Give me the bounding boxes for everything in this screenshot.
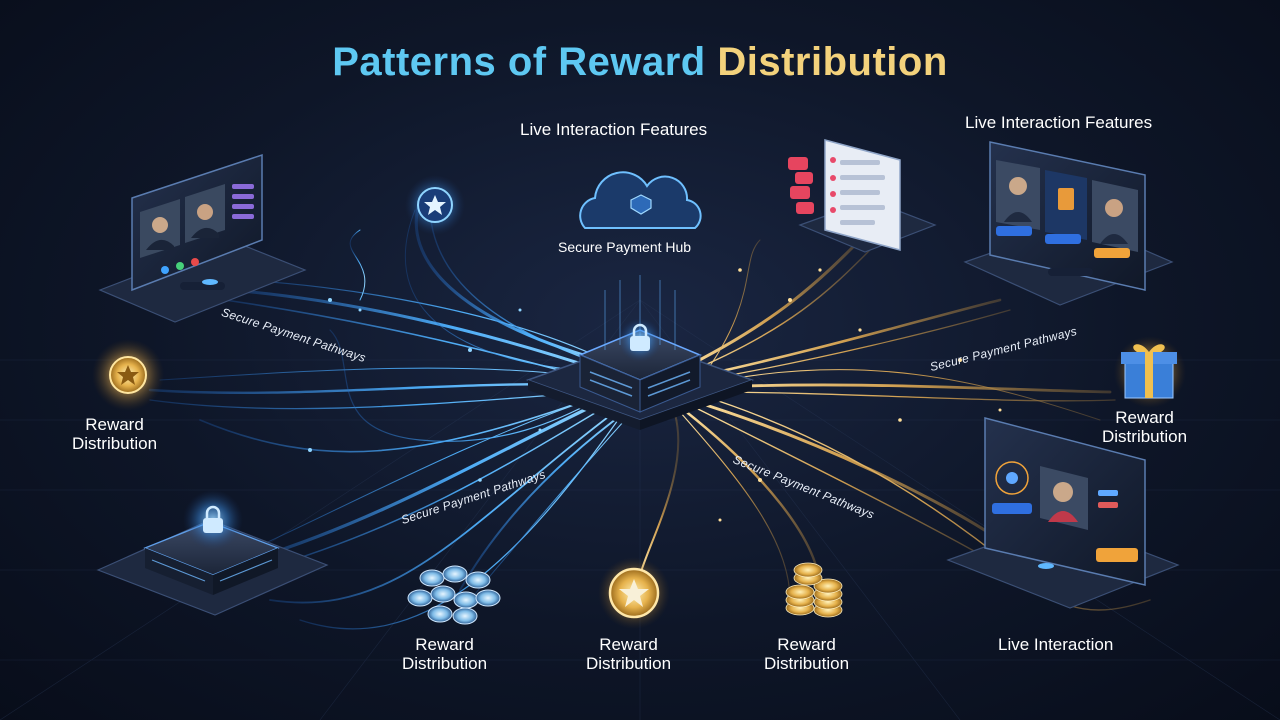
top-center-label: Live Interaction Features — [520, 120, 707, 139]
monitor-top-right — [965, 142, 1172, 305]
monitor-bottom-right — [948, 418, 1178, 608]
reward-sun-icon — [92, 339, 164, 411]
monitor-top-left — [100, 155, 305, 322]
star-badge-icon — [405, 175, 465, 235]
gold-coins-icon — [786, 563, 842, 617]
reward-label-left: Reward Distribution — [72, 415, 157, 453]
cloud-icon — [580, 172, 700, 228]
title-part-blue: Patterns of Reward — [332, 40, 706, 84]
reward-label-bottom-left: Reward Distribution — [402, 635, 487, 673]
title-part-gold: Distribution — [717, 40, 947, 84]
reward-label-right: Reward Distribution — [1102, 408, 1187, 446]
top-right-label: Live Interaction Features — [965, 113, 1152, 132]
medal-icon — [598, 557, 670, 629]
vault-platform — [98, 490, 327, 615]
chat-heart-icon — [788, 157, 814, 214]
reward-label-bottom-center: Reward Distribution — [586, 635, 671, 673]
page-title: Patterns of Reward Distribution — [0, 40, 1280, 85]
reward-label-bottom-right: Reward Distribution — [764, 635, 849, 673]
hub-label: Secure Payment Hub — [558, 238, 691, 257]
chat-tablet — [800, 140, 935, 252]
gift-icon — [1114, 336, 1186, 408]
coins-icon — [408, 566, 500, 624]
live-interaction-label: Live Interaction — [998, 635, 1113, 654]
